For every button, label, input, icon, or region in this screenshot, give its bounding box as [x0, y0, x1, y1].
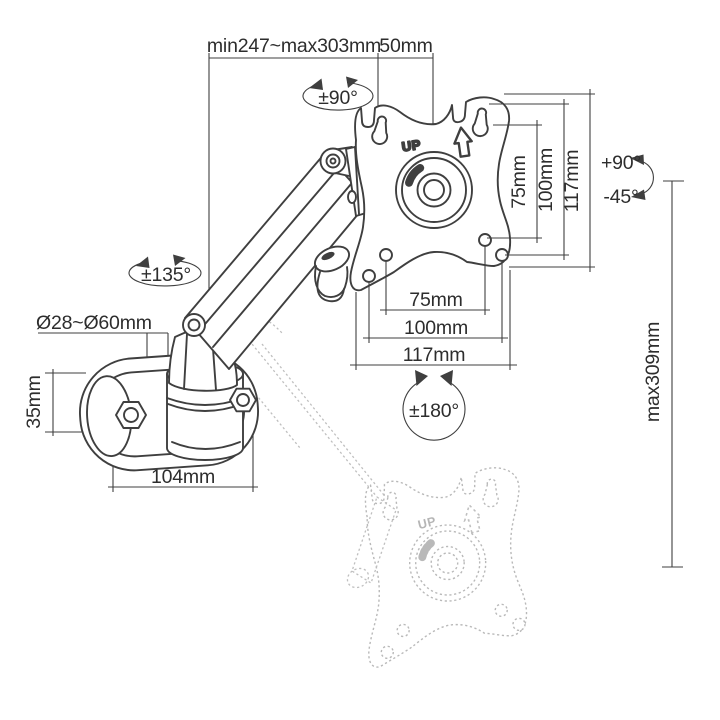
label-swivel-base: ±135°	[141, 264, 191, 286]
dim-vesa-horizontal	[350, 247, 517, 370]
label-pole-range: Ø28~Ø60mm	[36, 312, 152, 334]
arm-lower-pivot-bolt-core	[187, 318, 201, 332]
pole-collar	[166, 373, 244, 461]
rotation-arrow-swivel-base	[128, 254, 202, 287]
head-bracket-ridge	[354, 146, 360, 215]
label-clamp-height: 35mm	[23, 375, 45, 428]
dim-max-height	[662, 180, 684, 568]
arm-upper-pivot-bolt-pin	[329, 157, 337, 165]
label-vesa-v75: 75mm	[508, 155, 530, 208]
tilt-knob	[314, 245, 350, 303]
dimension-labels: min247~max303mm 50mm ±90° ±135° ±180° +9…	[23, 35, 664, 488]
arm-seam	[199, 165, 341, 331]
label-tilt-down: -45°	[603, 186, 638, 208]
ghost-arm-edge	[261, 343, 397, 511]
rotation-arrow-swivel-head	[302, 76, 374, 111]
rotation-indicators	[128, 76, 654, 441]
vesa-up-label: UP	[401, 137, 422, 155]
dim-vesa-vertical	[487, 89, 595, 272]
label-vesa-v100: 100mm	[535, 148, 557, 212]
label-clamp-width: 104mm	[151, 466, 215, 488]
knob-body	[314, 265, 349, 298]
ghost-head-bracket	[351, 495, 397, 584]
label-tilt-up: +90°	[601, 152, 641, 174]
rotation-arrow-vesa-rotate	[402, 370, 466, 441]
ghost-up-label: UP	[416, 514, 437, 532]
label-max-height: max309mm	[642, 322, 664, 422]
ghost-vesa-plate	[359, 466, 529, 667]
rotation-arrow-tilt	[630, 154, 654, 200]
label-vesa-h117: 117mm	[403, 344, 466, 366]
label-top-extension: min247~max303mm	[207, 35, 381, 57]
arm-seam	[212, 183, 352, 348]
vesa-plate: UP	[350, 97, 510, 290]
riser-ridge	[183, 333, 188, 390]
knob-grip-mark	[321, 251, 335, 261]
dimension-lines	[38, 57, 684, 568]
ghost-pivot-bolt	[346, 567, 370, 589]
collar-bottom-rim	[171, 441, 241, 450]
pole-clamp	[78, 330, 260, 472]
label-head-offset: 50mm	[379, 35, 432, 57]
ghost-arm-edge	[242, 332, 378, 498]
knob-clip-wire	[316, 271, 345, 303]
head-bracket-hole	[347, 190, 357, 204]
ghost-arm-lowered: UP	[203, 313, 529, 668]
label-vesa-v117: 117mm	[561, 150, 583, 213]
monitor-arm-assembly: UP	[78, 97, 510, 472]
label-vesa-h75: 75mm	[409, 289, 462, 311]
label-vesa-h100: 100mm	[404, 317, 468, 339]
clamp-hex-bolt-core	[123, 407, 139, 423]
label-rotate-vesa: ±180°	[409, 400, 459, 422]
label-swivel-head: ±90°	[318, 87, 357, 109]
clamp-hex-bolt-core	[236, 393, 250, 407]
